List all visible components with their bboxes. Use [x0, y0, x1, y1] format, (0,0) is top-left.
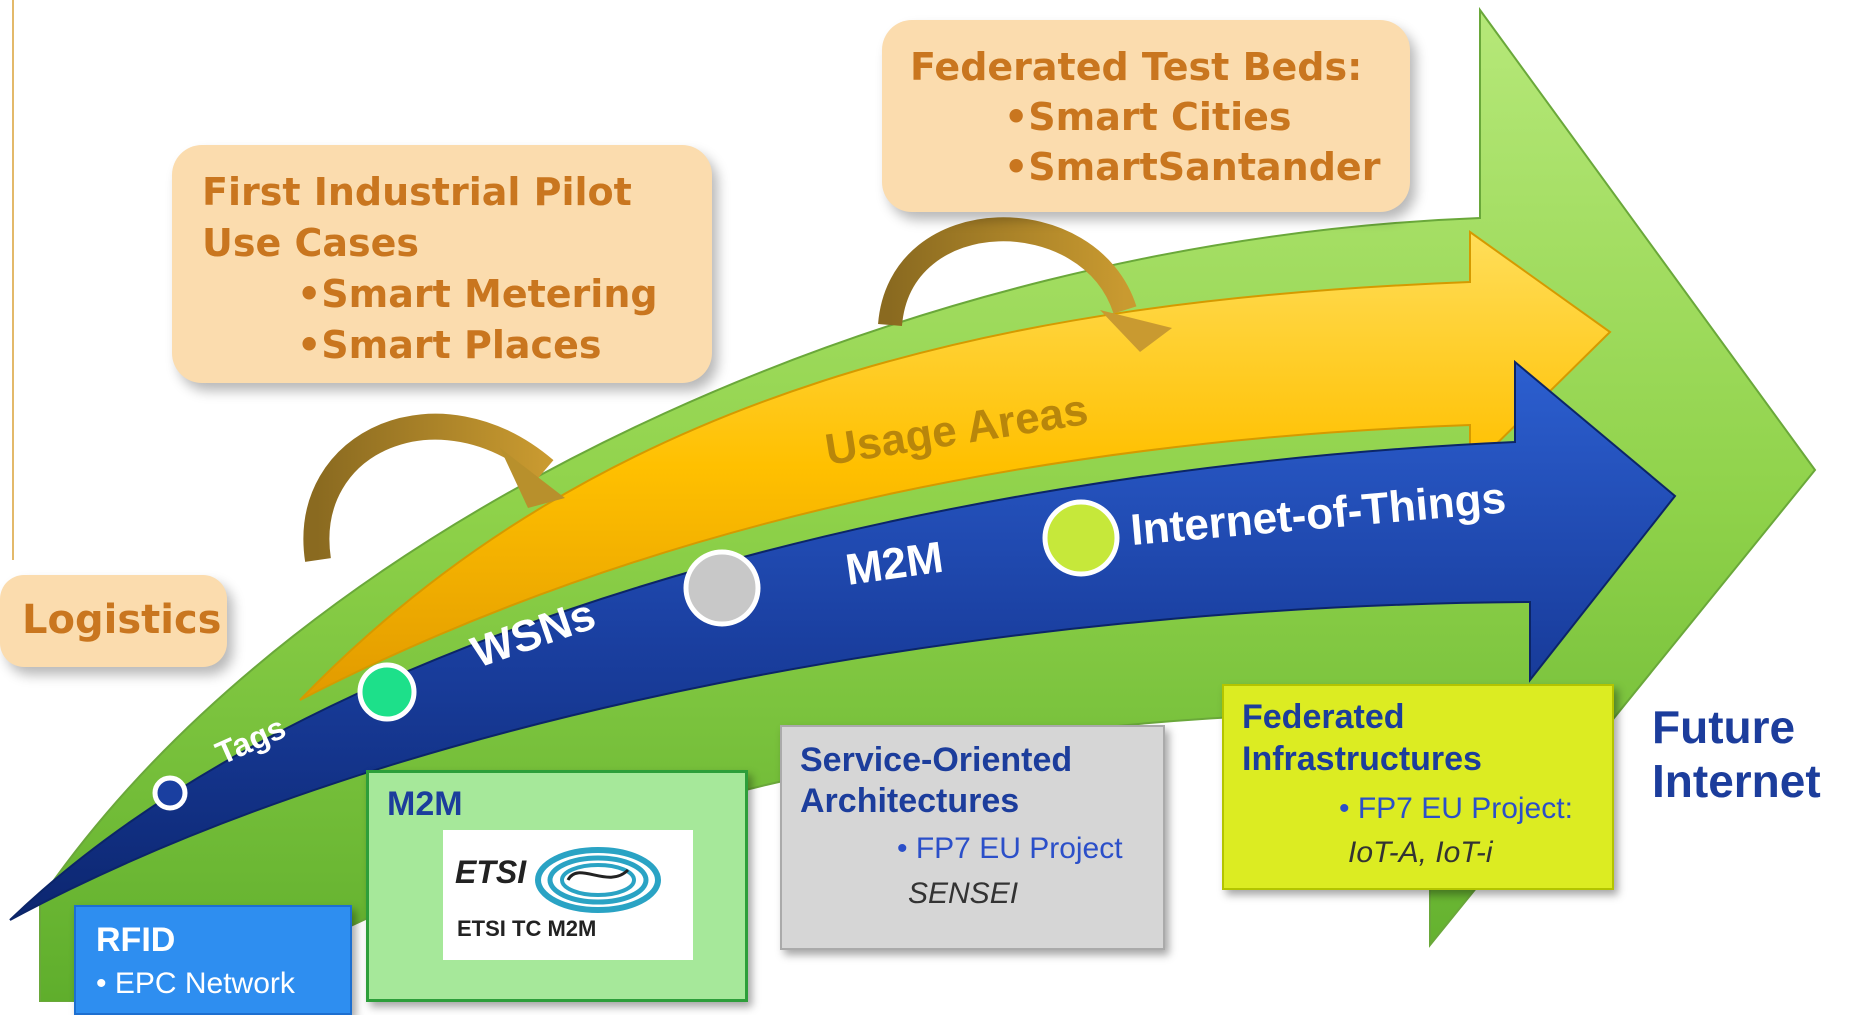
fed-title-2: Infrastructures [1242, 740, 1482, 778]
soa-title-2: Architectures [800, 782, 1020, 820]
rfid-box: RFID • EPC Network [74, 905, 352, 1015]
etsi-logo-graphic [535, 847, 661, 913]
etsi-logo-text: ETSI [455, 854, 527, 890]
logistics-label: Logistics [22, 597, 222, 643]
future-line-1: Future [1652, 701, 1796, 753]
soa-title-1: Service-Oriented [800, 741, 1073, 779]
dot-m2m [683, 549, 761, 627]
soa-project: SENSEI [908, 877, 1019, 910]
dot-tags [152, 775, 188, 811]
testbeds-item-2: •SmartSantander [1004, 145, 1381, 189]
fed-bullet: • FP7 EU Project: [1339, 792, 1573, 825]
curl-arrow-right-head [1100, 310, 1172, 352]
yellow-arrow [299, 230, 1612, 701]
rfid-bullet: • EPC Network [96, 967, 295, 1000]
etsi-logo: ETSI ETSI TC M2M [443, 830, 693, 960]
curl-arrow-right [878, 217, 1137, 327]
etsi-logo-caption: ETSI TC M2M [457, 916, 597, 941]
m2m-title: M2M [387, 785, 463, 823]
future-internet-label: Future Internet [1652, 700, 1821, 808]
pilot-item-2: •Smart Places [297, 323, 602, 367]
dot-wsns [357, 662, 417, 722]
testbeds-title: Federated Test Beds: [910, 45, 1363, 89]
rfid-title: RFID [96, 921, 176, 959]
m2m-box: M2M ETSI ETSI TC M2M [366, 770, 748, 1002]
future-line-2: Internet [1652, 755, 1821, 807]
fed-title-1: Federated [1242, 698, 1405, 736]
dot-iot [1042, 499, 1120, 577]
soa-box: Service-Oriented Architectures • FP7 EU … [780, 725, 1165, 950]
pilot-title: First Industrial Pilot Use Cases [202, 170, 632, 265]
logistics-box: Logistics [0, 575, 227, 667]
pilot-box: First Industrial Pilot Use Cases •Smart … [172, 145, 712, 383]
curl-arrow-left-head [500, 448, 565, 508]
soa-bullet: • FP7 EU Project [897, 832, 1123, 865]
fed-project: IoT-A, IoT-i [1348, 836, 1493, 869]
pilot-item-1: •Smart Metering [297, 272, 658, 316]
testbeds-item-1: •Smart Cities [1004, 95, 1292, 139]
testbeds-box: Federated Test Beds: •Smart Cities •Smar… [882, 20, 1410, 212]
fed-box: Federated Infrastructures • FP7 EU Proje… [1222, 684, 1614, 890]
curl-arrow-left [303, 413, 554, 562]
